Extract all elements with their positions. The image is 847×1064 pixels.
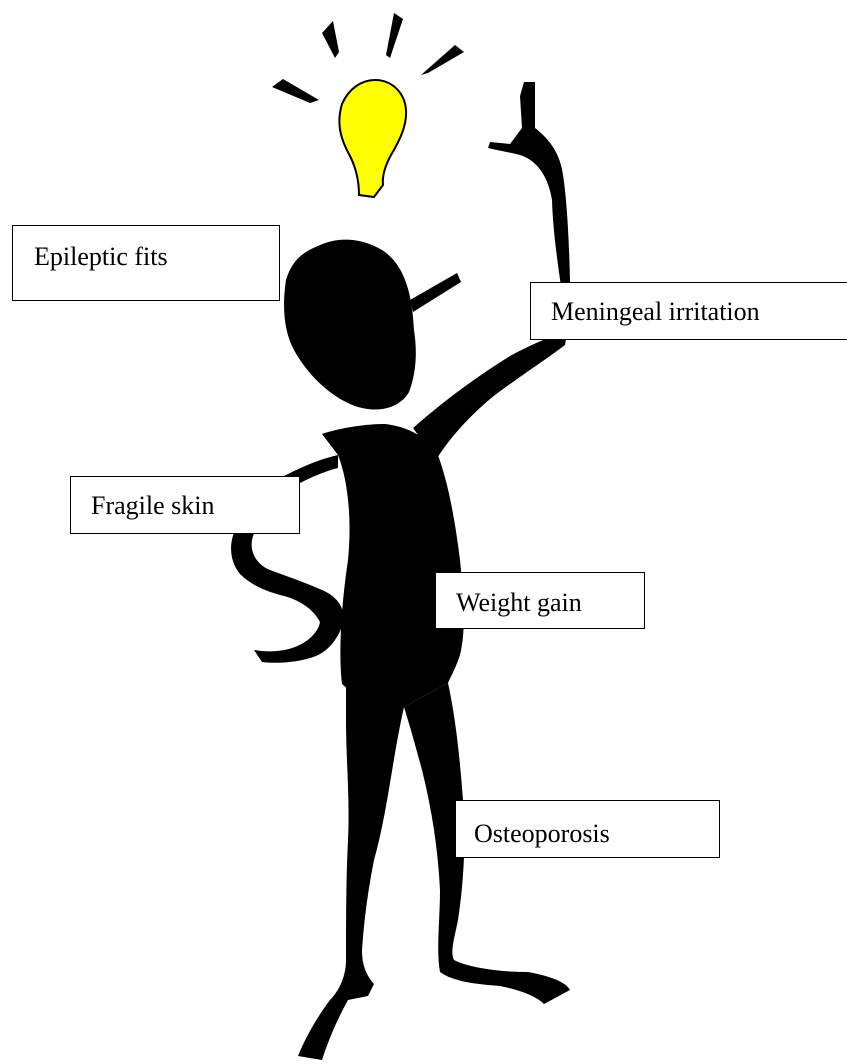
light-ray-left xyxy=(272,79,319,103)
label-osteoporosis: Osteoporosis xyxy=(455,800,720,858)
label-osteoporosis-text: Osteoporosis xyxy=(474,821,610,847)
label-epileptic-fits-text: Epileptic fits xyxy=(34,244,168,270)
light-ray-upper-left xyxy=(322,21,339,58)
light-ray-right xyxy=(421,45,464,75)
label-meningeal-irritation-text: Meningeal irritation xyxy=(551,299,760,325)
label-fragile-skin: Fragile skin xyxy=(70,476,300,534)
lightbulb-icon xyxy=(339,80,406,197)
label-epileptic-fits: Epileptic fits xyxy=(12,225,280,301)
figure-raised-arm xyxy=(413,82,570,460)
light-ray-top xyxy=(386,13,403,58)
figure-torso xyxy=(322,424,464,707)
person-silhouette-icon xyxy=(231,82,570,1060)
label-fragile-skin-text: Fragile skin xyxy=(91,493,215,519)
label-meningeal-irritation: Meningeal irritation xyxy=(530,282,847,340)
figure-head xyxy=(284,240,416,410)
figure-left-leg xyxy=(298,684,404,1060)
figure-nose xyxy=(410,273,461,312)
label-weight-gain: Weight gain xyxy=(435,572,645,629)
label-weight-gain-text: Weight gain xyxy=(456,590,582,616)
